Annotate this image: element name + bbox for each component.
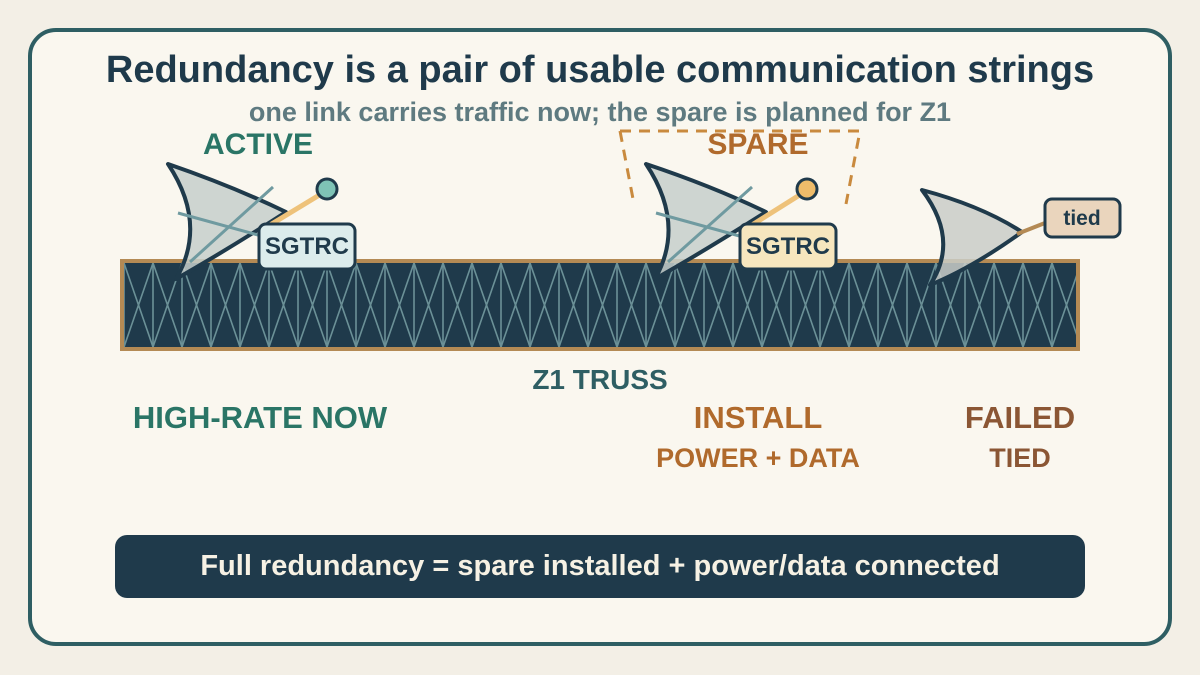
title: Redundancy is a pair of usable communica…	[106, 49, 1094, 91]
z1-truss	[120, 259, 1080, 351]
spare-sgtrc-label: SGTRC	[746, 233, 830, 260]
failed-status-line-2: TIED	[989, 443, 1051, 473]
active-sgtrc-label: SGTRC	[265, 233, 349, 260]
spare-role-label: SPARE	[707, 128, 808, 161]
footer-text: Full redundancy = spare installed + powe…	[200, 550, 999, 582]
active-antenna-icon	[166, 162, 339, 281]
spare-sgtrc-tag	[738, 222, 838, 271]
active-role-label: ACTIVE	[203, 128, 313, 161]
tied-tag-label: tied	[1063, 207, 1100, 230]
truss-label: Z1 TRUSS	[532, 364, 667, 395]
active-status-label: HIGH-RATE NOW	[133, 400, 388, 435]
footer-banner	[115, 535, 1085, 598]
subtitle: one link carries traffic now; the spare …	[249, 97, 951, 127]
spare-status-line-2: POWER + DATA	[656, 443, 860, 473]
spare-install-outline	[618, 129, 862, 205]
failed-status-line-1: FAILED	[965, 400, 1075, 435]
active-sgtrc-tag	[257, 222, 357, 271]
spare-antenna-icon	[644, 162, 819, 281]
tied-tag	[1043, 197, 1122, 239]
spare-status-line-1: INSTALL	[694, 400, 823, 435]
